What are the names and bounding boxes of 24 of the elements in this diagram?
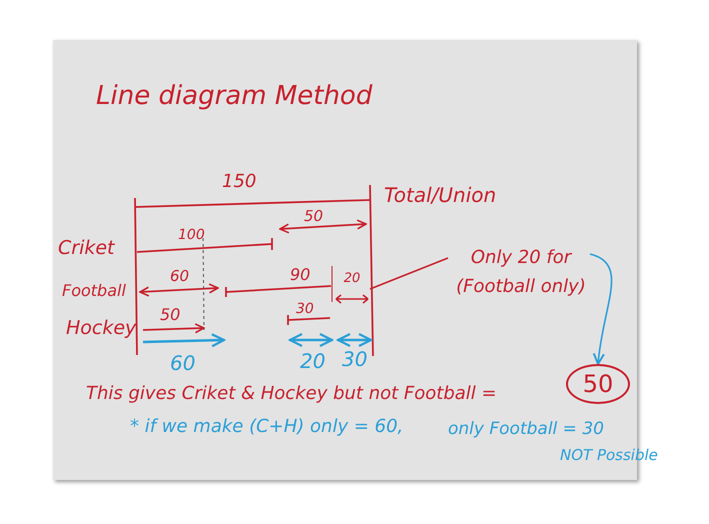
dimension-segment: 20 (334, 272, 370, 306)
dimension-value: 50 (304, 208, 324, 224)
dimension-value: 150 (222, 172, 256, 192)
dimension-value: 90 (290, 266, 310, 284)
dimension-value: 60 (170, 352, 196, 374)
dimension-value: 50 (160, 306, 180, 324)
note-text: * if we make (C+H) only = 60, (130, 417, 404, 437)
row-label: Criket (58, 238, 114, 259)
dimension-value: 100 (178, 228, 205, 244)
row-label: Football (62, 282, 126, 300)
curved-arrow (590, 253, 612, 365)
dimension-value: 60 (170, 268, 190, 284)
note-text: only Football = 30 (448, 420, 604, 439)
dimension-value: 30 (296, 302, 314, 318)
note-text: This gives Criket & Hockey but not Football = (86, 384, 497, 404)
dimension-value: 20 (300, 350, 326, 372)
note-text: NOT Possible (560, 447, 658, 464)
circled-number: 50 (566, 364, 630, 404)
row-label: Hockey (66, 318, 136, 339)
side-note: Total/Union (384, 184, 496, 206)
leader-line (370, 257, 448, 290)
title: Line diagram Method (96, 82, 372, 111)
dimension-value: 30 (342, 348, 368, 370)
note-text: Only 20 for (Football only) (446, 244, 596, 302)
